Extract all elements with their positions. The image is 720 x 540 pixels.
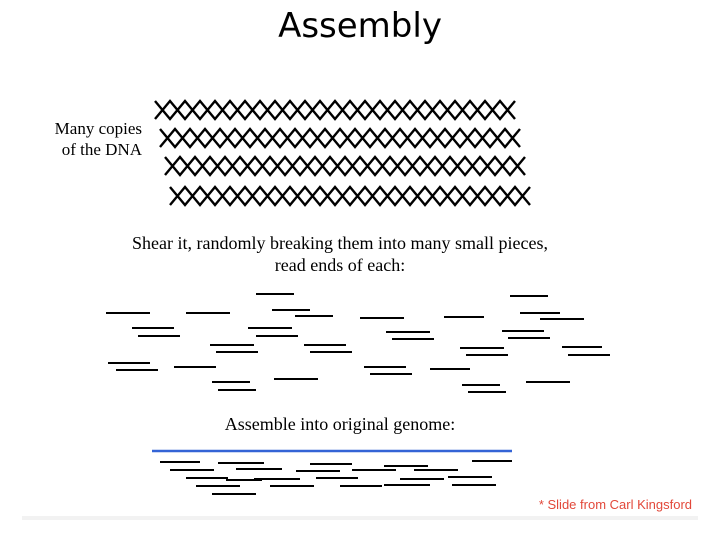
sheared-reads: [106, 293, 610, 393]
shear-caption-line-1: Shear it, randomly breaking them into ma…: [132, 233, 548, 253]
assembled-genome: [152, 449, 512, 495]
assemble-caption: Assemble into original genome:: [224, 414, 456, 434]
dna-copies-label: Many copies of the DNA: [30, 118, 142, 160]
slide-credit: * Slide from Carl Kingsford: [538, 497, 692, 512]
dna-strand: [164, 155, 526, 177]
dna-label-line-2: of the DNA: [61, 140, 142, 159]
dna-strand: [169, 185, 531, 207]
shear-caption-line-2: read ends of each:: [274, 255, 406, 275]
dna-strand: [159, 127, 521, 149]
dna-label-line-1: Many copies: [54, 119, 142, 138]
dna-strand: [154, 99, 516, 121]
slide-title: Assembly: [278, 6, 442, 46]
dna-helices: [154, 99, 531, 207]
slide-footer-divider: [22, 516, 698, 520]
dna-strand: [154, 99, 516, 121]
dna-strand: [169, 185, 531, 207]
dna-strand: [164, 155, 526, 177]
shear-caption: Shear it, randomly breaking them into ma…: [0, 232, 680, 276]
dna-strand: [159, 127, 521, 149]
